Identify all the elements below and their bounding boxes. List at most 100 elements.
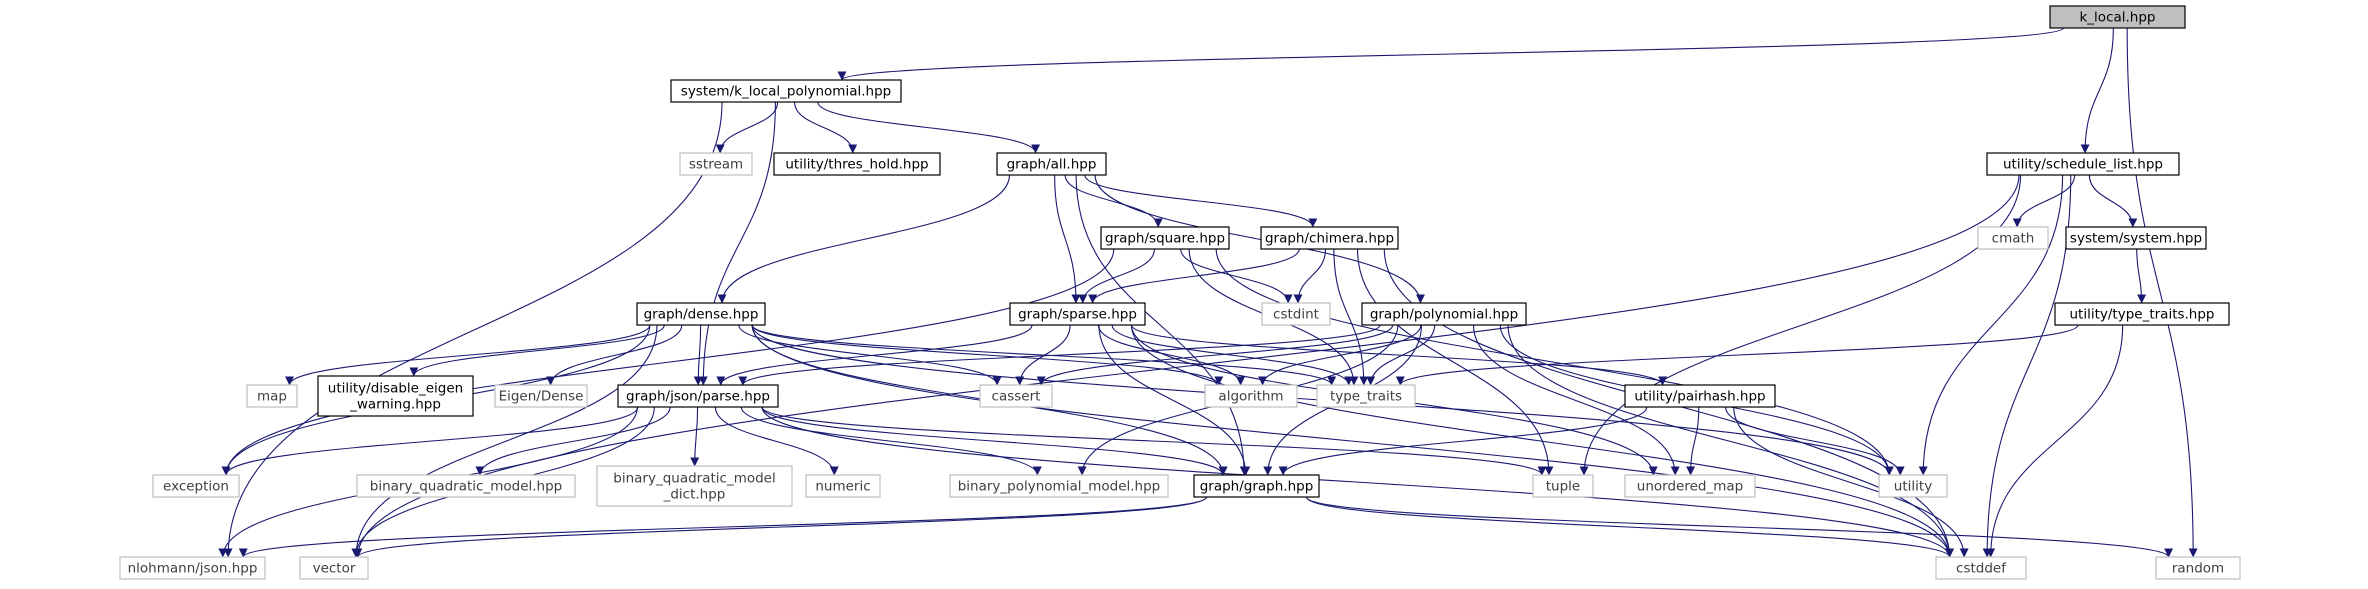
edge-graph_graph-to-nlohmann_json	[239, 496, 1208, 558]
edge-path	[1733, 406, 1969, 558]
node-box	[1204, 384, 1298, 408]
node-label: graph/graph.hpp	[1200, 479, 1314, 495]
node-utility-schedule-list[interactable]: utility/schedule_list.hpp	[1986, 152, 2180, 176]
edge-path	[738, 324, 1381, 386]
node-box	[1986, 152, 2180, 176]
node-label: cstdint	[1273, 307, 1319, 323]
node-utility-pairhash[interactable]: utility/pairhash.hpp	[1624, 384, 1776, 408]
edge-path	[693, 324, 703, 386]
edge-path	[1356, 248, 1554, 476]
node-box	[2054, 302, 2230, 326]
node-box	[2049, 5, 2186, 29]
node-box	[119, 556, 266, 580]
node-label: utility/pairhash.hpp	[1634, 389, 1765, 405]
edge-graph_dense-to-cstddef	[751, 324, 1954, 558]
edge-graph_polynomial-to-unordered_map	[1472, 324, 1680, 476]
node-label: utility/disable_eigen	[328, 381, 463, 397]
node-box	[1532, 474, 1594, 498]
edge-path	[1180, 248, 1293, 304]
node-cstdint: cstdint	[1261, 302, 1331, 326]
node-system-system[interactable]: system/system.hpp	[2065, 226, 2207, 250]
edge-path	[221, 406, 639, 476]
edge-path	[1986, 324, 2124, 558]
node-graph-dense[interactable]: graph/dense.hpp	[636, 302, 766, 326]
edge-utility_pairhash-to-utility	[1725, 406, 1905, 476]
edge-path	[793, 101, 858, 154]
edge-graph_dense-to-algorithm	[751, 324, 1224, 386]
node-box	[1977, 226, 2049, 250]
edge-path	[1293, 248, 1327, 304]
node-box	[636, 302, 766, 326]
node-box	[617, 384, 779, 408]
edge-path	[1036, 324, 1394, 386]
node-graph-chimera[interactable]: graph/chimera.hpp	[1260, 226, 1399, 250]
node-box	[949, 474, 1169, 498]
edge-path	[221, 248, 1115, 476]
node-utility-disable-eigen[interactable]: utility/disable_eigen_warning.hpp	[317, 375, 474, 417]
edge-path	[698, 101, 776, 386]
node-label: algorithm	[1218, 389, 1283, 405]
edge-path	[1305, 496, 2173, 558]
node-label: binary_polynomial_model.hpp	[958, 479, 1161, 495]
node-cstddef: cstddef	[1935, 556, 2027, 580]
node-k-local[interactable]: k_local.hpp	[2049, 5, 2186, 29]
edge-graph_sparse-to-graph_graph	[1098, 324, 1251, 476]
edge-path	[1130, 324, 1667, 386]
node-label: utility	[1894, 479, 1932, 495]
edge-k_local-to-utility_schedule_list	[2080, 27, 2114, 154]
edge-graph_json_parse-to-bqm_dict	[690, 406, 700, 467]
node-label: graph/json/parse.hpp	[626, 389, 770, 405]
node-graph-square[interactable]: graph/square.hpp	[1100, 226, 1230, 250]
edge-graph_sparse-to-utility_pairhash	[1130, 324, 1667, 386]
edge-graph_dense-to-type_traits	[751, 324, 1337, 386]
node-graph-json-parse[interactable]: graph/json/parse.hpp	[617, 384, 779, 408]
edge-path	[761, 406, 1547, 476]
edge-graph_dense-to-vector	[351, 324, 658, 558]
node-label: cmath	[1992, 231, 2035, 247]
edge-graph_graph-to-random	[1305, 496, 2173, 558]
edge-graph_polynomial-to-graph_json_parse	[738, 324, 1381, 386]
node-graph-all[interactable]: graph/all.hpp	[996, 152, 1107, 176]
edge-graph_dense-to-graph_json_parse	[693, 324, 703, 386]
edge-path	[751, 324, 1954, 558]
edge-utility_schedule_list-to-system_system	[2088, 174, 2138, 228]
edge-path	[1507, 324, 1954, 558]
node-system-klp[interactable]: system/k_local_polynomial.hpp	[670, 79, 902, 103]
node-utility-type-traits[interactable]: utility/type_traits.hpp	[2054, 302, 2230, 326]
edge-graph_sparse-to-cassert	[1015, 324, 1071, 386]
node-label: nlohmann/json.hpp	[128, 561, 258, 577]
node-sstream: sstream	[679, 152, 753, 176]
node-graph-graph[interactable]: graph/graph.hpp	[1193, 474, 1320, 498]
node-label: graph/sparse.hpp	[1018, 307, 1137, 323]
node-box	[1260, 226, 1399, 250]
node-box	[1261, 302, 1331, 326]
node-label: tuple	[1546, 479, 1580, 495]
edge-path	[716, 324, 1033, 386]
edge-path	[740, 406, 1042, 476]
edge-graph_json_parse-to-exception	[221, 406, 639, 476]
node-label: graph/dense.hpp	[644, 307, 759, 323]
node-box	[979, 384, 1053, 408]
node-cmath: cmath	[1977, 226, 2049, 250]
node-bqm: binary_quadratic_model.hpp	[356, 474, 576, 498]
nodes-layer: k_local.hpp system/k_local_polynomial.hpp…	[119, 5, 2241, 580]
edge-graph_dense-to-cassert	[738, 324, 1002, 386]
edge-path	[546, 324, 683, 386]
node-graph-polynomial[interactable]: graph/polynomial.hpp	[1361, 302, 1527, 326]
node-graph-sparse[interactable]: graph/sparse.hpp	[1009, 302, 1146, 326]
node-utility-thres-hold[interactable]: utility/thres_hold.hpp	[773, 152, 941, 176]
node-box	[152, 474, 240, 498]
edge-graph_sparse-to-algorithm	[1097, 324, 1246, 386]
edge-path	[1395, 324, 2079, 386]
edge-path	[761, 406, 1228, 476]
edge-path	[1075, 174, 1249, 476]
node-label: unordered_map	[1637, 479, 1743, 495]
edge-graph_all-to-graph_square	[1064, 174, 1163, 228]
edge-path	[1054, 174, 1081, 304]
node-vector: vector	[299, 556, 369, 580]
edge-path	[285, 324, 651, 386]
edge-system_klp-to-sstream	[715, 101, 779, 154]
node-box	[1935, 556, 2027, 580]
node-box	[1193, 474, 1320, 498]
node-label: system/k_local_polynomial.hpp	[681, 84, 891, 100]
